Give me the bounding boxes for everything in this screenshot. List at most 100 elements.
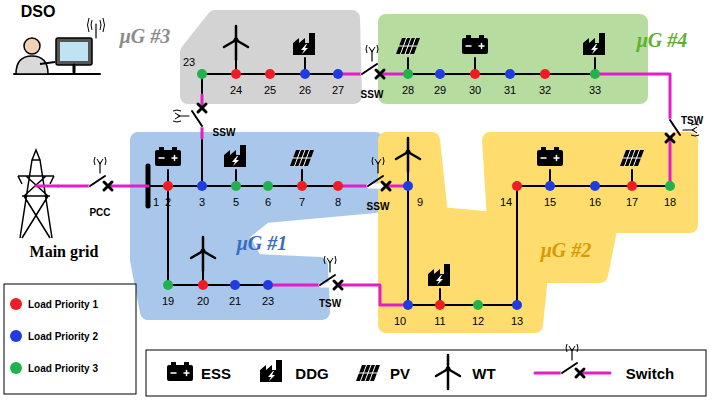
switch-blade — [562, 363, 577, 373]
legend-text: DDG — [295, 365, 328, 382]
switch-cross — [666, 134, 674, 142]
bus-node — [627, 181, 637, 191]
wt-symbol — [436, 355, 460, 389]
dso-antenna — [95, 24, 96, 38]
ess-symbol — [167, 362, 193, 381]
feeder-line — [407, 186, 409, 305]
bus-node — [231, 69, 241, 79]
switch-line — [338, 73, 408, 76]
switch-blade — [90, 176, 105, 186]
ddg-bolt — [591, 44, 598, 54]
wt-tower — [235, 40, 238, 60]
ess-body — [155, 150, 181, 166]
bus-number: 27 — [332, 84, 344, 96]
legend-frame — [4, 284, 136, 394]
bus-number: 14 — [500, 196, 512, 208]
wt-symbol — [396, 138, 420, 172]
ess-terminal — [466, 35, 471, 38]
ess-symbol — [155, 147, 181, 166]
bus-node — [231, 181, 241, 191]
switch-cross — [334, 281, 342, 289]
microgrid-label: μG #3 — [120, 25, 171, 48]
ddg-body — [260, 360, 282, 382]
bus-node — [590, 181, 600, 191]
pcc-line — [58, 185, 148, 188]
ddg-symbol — [293, 33, 315, 55]
wt-symbol — [191, 237, 215, 271]
ess-body — [167, 365, 193, 381]
bus-node — [333, 181, 343, 191]
ess-symbol — [462, 35, 488, 54]
bus-number: 5 — [233, 196, 239, 208]
pv-symbol — [396, 38, 420, 54]
switch-line — [338, 185, 408, 188]
ess-terminal — [554, 147, 559, 150]
switch-line — [595, 74, 670, 186]
switch-symbol — [90, 157, 112, 190]
ddg-symbol — [428, 264, 450, 286]
switch-antenna — [366, 45, 378, 53]
pv-panel — [396, 38, 420, 54]
bus-number: 29 — [434, 84, 446, 96]
switch-antenna — [94, 157, 106, 165]
bus-node — [470, 69, 480, 79]
bus-number: 21 — [229, 295, 241, 307]
switch-label: SSW — [367, 201, 390, 212]
switch-antenna — [372, 157, 384, 165]
bus-node — [198, 280, 208, 290]
operator-icon — [14, 18, 105, 74]
wt-hub — [201, 249, 206, 254]
bus-number: 12 — [472, 315, 484, 327]
ddg-body — [224, 145, 246, 167]
switch-antenna — [375, 159, 381, 164]
bus-node — [473, 300, 483, 310]
monitor-screen — [60, 42, 88, 61]
ess-minus — [541, 157, 546, 159]
bus-number: 9 — [417, 196, 423, 208]
switch-antenna — [691, 124, 699, 136]
ess-minus — [466, 45, 471, 47]
ddg-symbol — [260, 360, 282, 382]
microgrid-4-region — [386, 22, 640, 96]
bus-number: 15 — [544, 196, 556, 208]
bus-node — [540, 69, 550, 79]
bus-node — [333, 69, 343, 79]
switch-cross — [666, 134, 674, 142]
switch-cross — [576, 369, 584, 377]
switch-blade — [368, 176, 383, 186]
ddg-symbol — [583, 33, 605, 55]
ddg-bolt — [436, 275, 443, 285]
ess-terminal — [171, 362, 176, 365]
bus-node — [197, 69, 207, 79]
switch-label: SSW — [213, 127, 236, 138]
bus-node — [403, 300, 413, 310]
feeder-line — [408, 186, 670, 305]
bus-number: 28 — [402, 84, 414, 96]
microgrid-label: μG #2 — [541, 239, 592, 262]
bus-number: 24 — [230, 84, 242, 96]
switch-antenna — [369, 47, 375, 52]
bus-node — [512, 181, 522, 191]
ddg-body — [428, 264, 450, 286]
dso-antenna — [88, 18, 105, 32]
bus-number: 11 — [434, 315, 445, 327]
switch-cross — [382, 182, 390, 190]
bus-node — [163, 280, 173, 290]
microgrid-3-region — [188, 18, 354, 96]
bus-number: 23 — [183, 56, 195, 68]
legend-text: PV — [390, 365, 410, 382]
bus-number: 31 — [504, 84, 516, 96]
bus-node — [265, 69, 275, 79]
legend-text: ESS — [201, 365, 231, 382]
wt-hub — [406, 150, 411, 155]
ddg-symbol — [224, 145, 246, 167]
bus-node — [665, 181, 675, 191]
switch-label: TSW — [681, 115, 703, 126]
bus-number: 26 — [299, 84, 311, 96]
bus-node — [297, 181, 307, 191]
dso-label: DSO — [21, 3, 56, 21]
pv-symbol — [290, 150, 314, 166]
switch-antenna — [173, 110, 181, 122]
switch-symbol — [173, 104, 206, 126]
